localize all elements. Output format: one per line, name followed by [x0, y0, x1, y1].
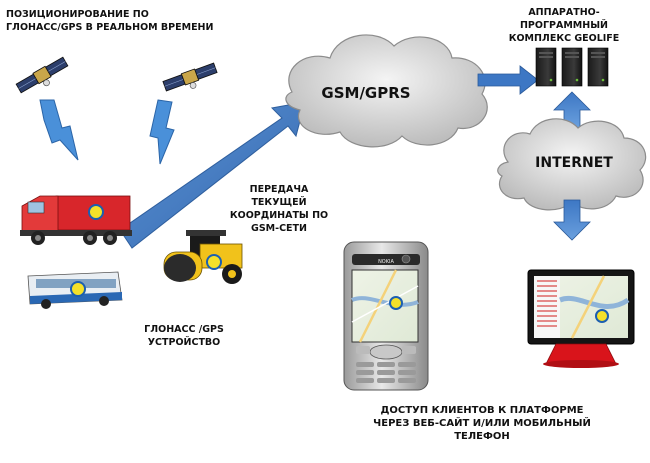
- dump-truck-icon: [20, 195, 132, 245]
- location-marker: [88, 204, 104, 220]
- gsm-cloud: [285, 34, 488, 148]
- internet-monitor-arrow: [553, 199, 591, 241]
- device-label: ГЛОНАСС /GPS УСТРОЙСТВО: [144, 324, 224, 348]
- transfer-label: ПЕРЕДАЧА ТЕКУЩЕЙ КООРДИНАТЫ ПО GSM-СЕТИ: [229, 184, 329, 234]
- access-label: ДОСТУП КЛИЕНТОВ К ПЛАТФОРМЕ ЧЕРЕЗ ВЕБ-СА…: [373, 405, 591, 442]
- satellite-icon: [15, 56, 69, 94]
- internet-cloud: [497, 118, 647, 211]
- mobile-phone-icon: [343, 241, 429, 391]
- lightning-icon: [39, 99, 79, 161]
- gsm-cloud-label: GSM/GPRS: [321, 84, 410, 102]
- complex-label: АППАРАТНО-ПРОГРАММНЫЙ КОМПЛЕКС GEOLIFE: [508, 7, 620, 44]
- location-marker: [389, 296, 403, 310]
- lightning-icon: [149, 99, 175, 165]
- bus-icon: [27, 271, 123, 309]
- location-marker: [595, 309, 609, 323]
- location-marker: [70, 281, 86, 297]
- server-rack-icon: [535, 47, 609, 87]
- glonass-positioning-label: ПОЗИЦИОНИРОВАНИЕ ПО ГЛОНАСС/GPS В РЕАЛЬН…: [6, 9, 214, 33]
- phone-brand-label: NOKIA: [378, 259, 394, 265]
- location-marker: [206, 254, 222, 270]
- road-roller-icon: [163, 230, 243, 284]
- monitor-icon: [527, 269, 635, 368]
- satellite-icon: [162, 62, 218, 92]
- gsm-to-server-arrow: [477, 65, 539, 95]
- internet-cloud-label: INTERNET: [535, 155, 613, 171]
